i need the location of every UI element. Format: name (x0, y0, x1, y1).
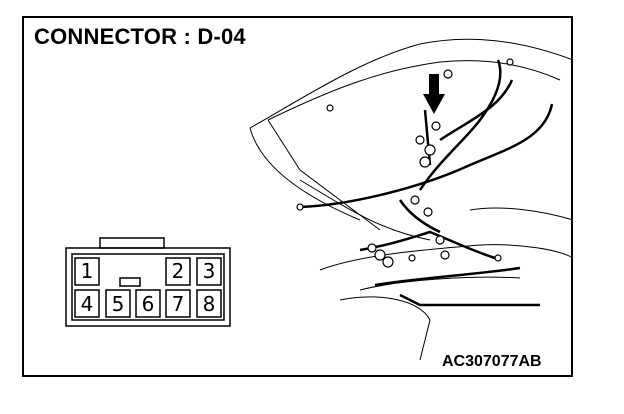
pin-3: 3 (202, 259, 216, 283)
connector-face (65, 237, 231, 327)
pin-2: 2 (171, 259, 185, 283)
pin-5: 5 (111, 292, 125, 316)
pin-7: 7 (171, 292, 185, 316)
figure-code: AC307077AB (442, 353, 542, 370)
wiring-harness (299, 59, 554, 307)
connector-symbols (296, 58, 514, 268)
connector-title: CONNECTOR : D-04 (34, 24, 246, 49)
pin-4: 4 (80, 292, 94, 316)
car-body-outline (249, 38, 574, 361)
pin-8: 8 (202, 292, 216, 316)
pin-6: 6 (141, 292, 155, 316)
pin-1: 1 (80, 259, 94, 283)
location-arrow-icon (423, 74, 445, 114)
